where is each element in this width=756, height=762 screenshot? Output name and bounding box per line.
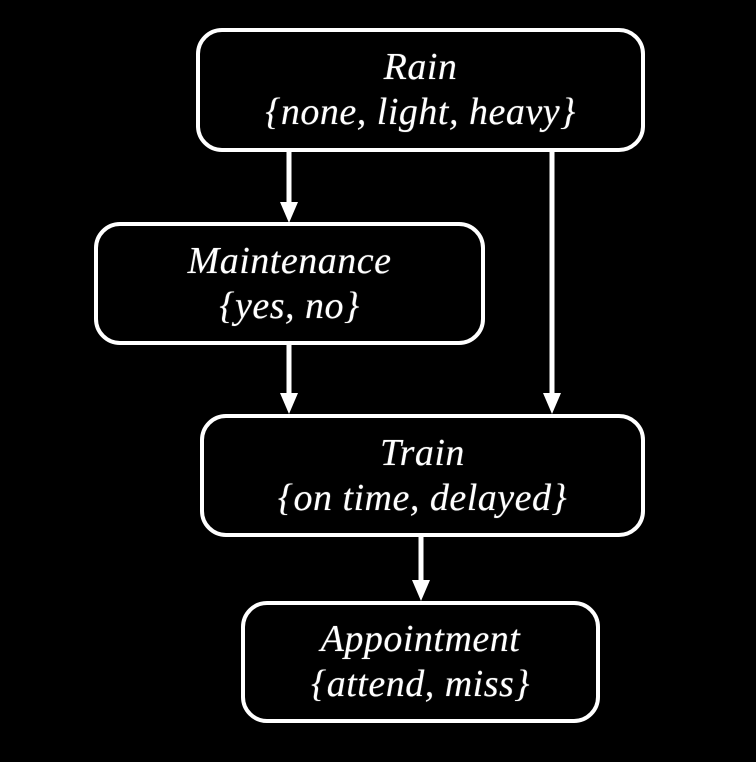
edge-train-to-appointment (404, 537, 438, 602)
node-rain-label: Rain (383, 46, 458, 89)
node-rain-states: {none, light, heavy} (265, 91, 576, 133)
edge-maintenance-to-train (272, 345, 306, 415)
node-rain[interactable]: Rain {none, light, heavy} (196, 28, 645, 152)
node-train[interactable]: Train {on time, delayed} (200, 414, 645, 537)
node-appointment[interactable]: Appointment {attend, miss} (241, 601, 600, 723)
edge-rain-to-maintenance (272, 152, 306, 224)
node-maintenance-label: Maintenance (187, 239, 392, 282)
edge-rain-to-train (535, 152, 569, 415)
node-train-label: Train (380, 431, 465, 474)
node-appointment-states: {attend, miss} (311, 663, 530, 705)
node-train-states: {on time, delayed} (277, 476, 568, 519)
node-maintenance-states: {yes, no} (219, 284, 360, 327)
node-maintenance[interactable]: Maintenance {yes, no} (94, 222, 485, 345)
node-appointment-label: Appointment (320, 618, 521, 661)
